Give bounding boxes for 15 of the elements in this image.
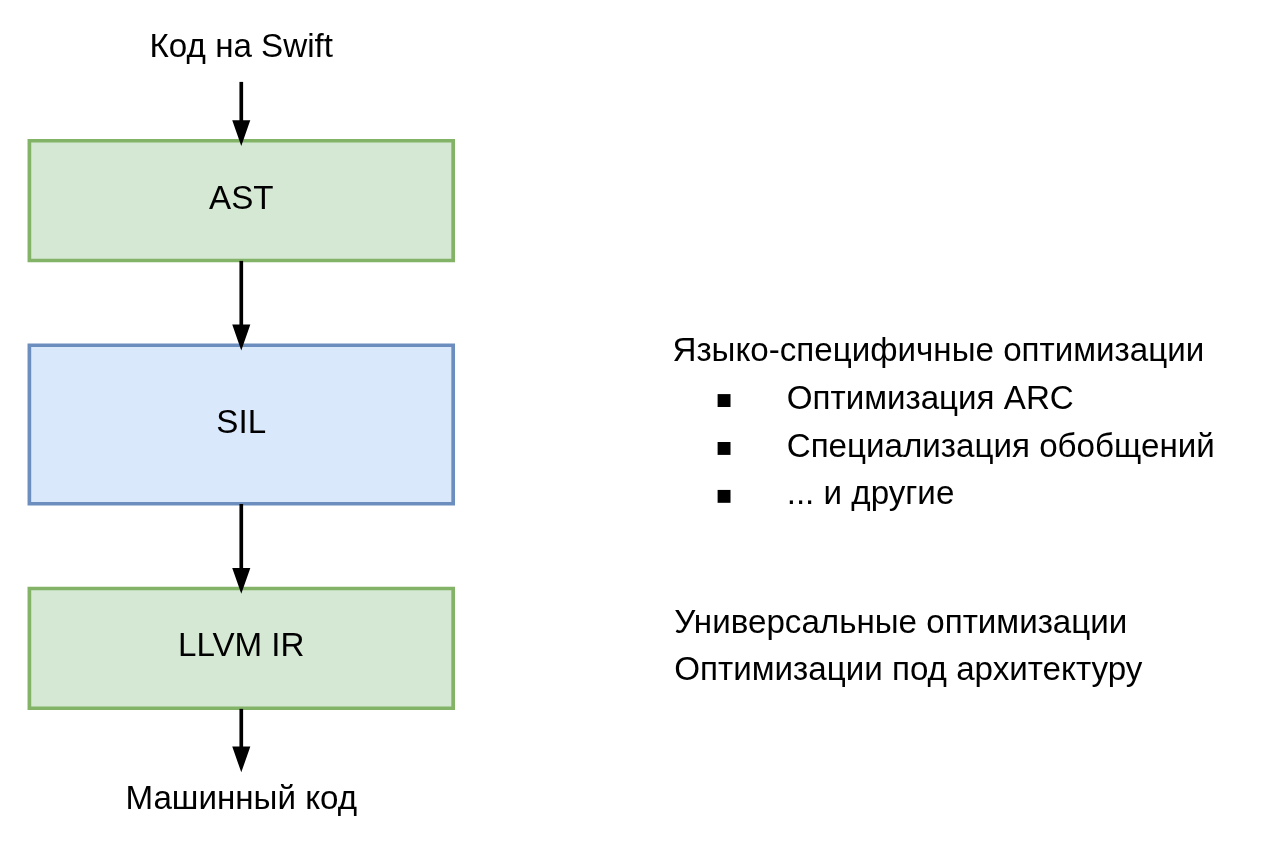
arrow xyxy=(232,81,251,146)
label: Оптимизация ARC xyxy=(786,378,1074,416)
node-box: SIL xyxy=(27,343,456,506)
label: Универсальные оптимизации xyxy=(674,602,1128,640)
label: Языко-специфичные оптимизации xyxy=(672,330,1205,368)
arrow xyxy=(232,503,251,594)
arrow xyxy=(232,260,251,351)
label: ... и другие xyxy=(786,474,955,512)
node-text: Машинный код xyxy=(125,778,358,816)
node-box: AST xyxy=(27,138,456,263)
label: Оптимизации под архитектуру xyxy=(674,650,1143,688)
arrow xyxy=(232,708,251,773)
node-text: Код на Swift xyxy=(149,26,333,64)
node-box: LLVM IR xyxy=(27,586,456,711)
label: Специализация обобщений xyxy=(786,426,1215,464)
